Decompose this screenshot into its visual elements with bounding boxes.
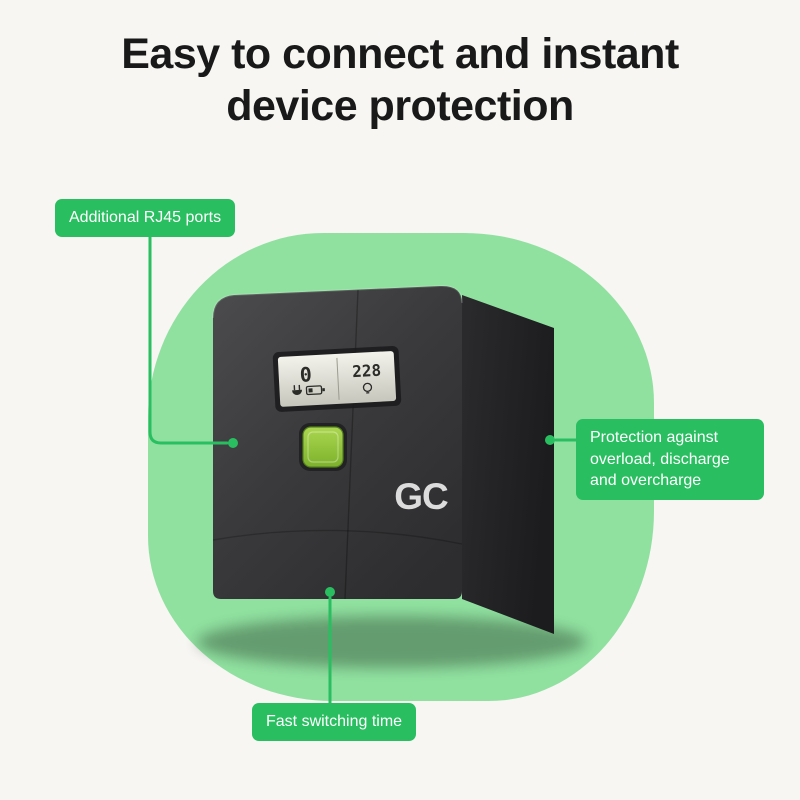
gc-logo: GC: [394, 476, 448, 517]
callout-protection: Protection against overload, discharge a…: [576, 419, 764, 500]
display-load-value: 0: [299, 362, 312, 387]
connector-dot-switching: [325, 587, 335, 597]
device-shadow: [197, 616, 587, 668]
callout-rj45-ports: Additional RJ45 ports: [55, 199, 236, 237]
lcd-display: 0 228: [272, 345, 402, 412]
callout-connectors: [148, 231, 578, 706]
power-button: [299, 423, 347, 471]
lcd-divider: [336, 357, 340, 400]
device-panel-seam-curve: [212, 529, 463, 545]
connector-dot-rj45: [228, 438, 238, 448]
callout-switching: Fast switching time: [252, 703, 417, 741]
connector-dot-protection: [545, 435, 555, 445]
title-line-1: Easy to connect and instant: [121, 30, 679, 78]
device-panel-seam-vertical: [344, 289, 359, 600]
device-side-face: [462, 295, 554, 634]
plug-icon: [292, 384, 303, 396]
battery-icon: [305, 385, 325, 396]
bulb-icon: [362, 382, 373, 394]
title-line-2: device protection: [226, 82, 574, 131]
device-top-edge-highlight: [212, 284, 463, 319]
display-voltage-value: 228: [352, 361, 382, 381]
connector-line-rj45: [148, 231, 229, 445]
